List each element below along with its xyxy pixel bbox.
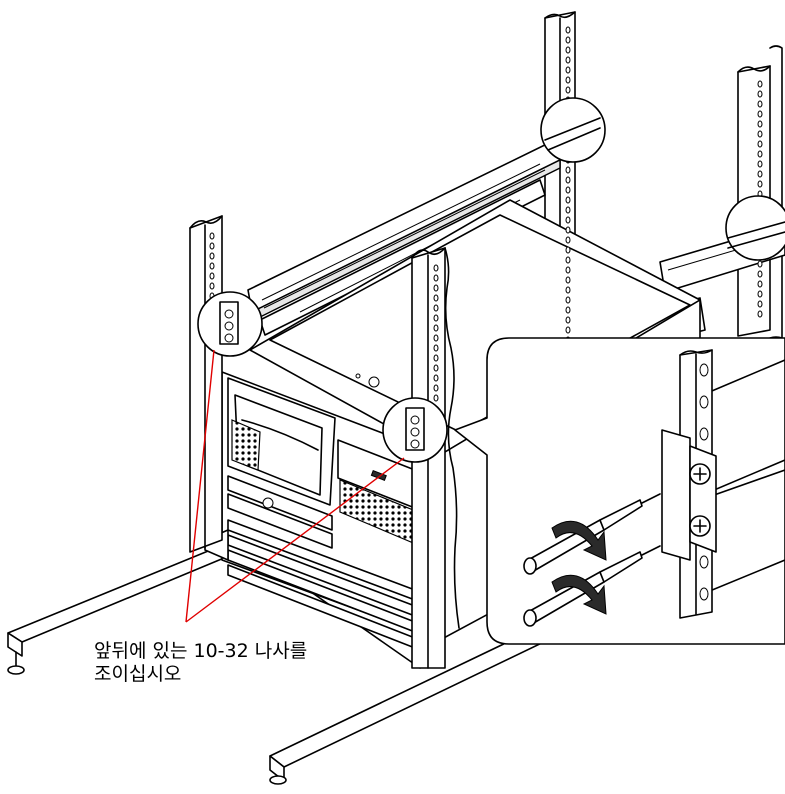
post-hole — [757, 260, 763, 268]
post-hole — [757, 300, 763, 308]
post-hole — [757, 290, 763, 298]
post-hole — [209, 252, 215, 260]
zoom-circle-front-right — [382, 397, 448, 463]
post-hole — [433, 334, 439, 342]
mounting-screw-upper — [689, 463, 711, 485]
post-hole — [565, 66, 571, 74]
callout-label: 앞뒤에 있는 10-32 나사를 조이십시오 — [94, 640, 414, 686]
post-hole — [209, 262, 215, 270]
post-hole — [565, 306, 571, 314]
post-hole — [757, 100, 763, 108]
post-hole — [565, 286, 571, 294]
post-hole — [565, 216, 571, 224]
post-hole — [433, 304, 439, 312]
post-hole — [565, 86, 571, 94]
post-hole — [565, 296, 571, 304]
post-hole — [757, 280, 763, 288]
post-hole — [757, 130, 763, 138]
post-hole — [757, 160, 763, 168]
post-hole — [565, 46, 571, 54]
zoom-circle-front-left — [197, 291, 263, 357]
post-hole — [433, 274, 439, 282]
post-hole — [209, 242, 215, 250]
post-hole — [209, 272, 215, 280]
post-hole — [565, 246, 571, 254]
post-hole — [433, 264, 439, 272]
post-hole — [433, 374, 439, 382]
post-hole — [565, 176, 571, 184]
post-hole — [433, 314, 439, 322]
post-hole — [565, 256, 571, 264]
leveling-foot-left — [7, 651, 25, 675]
callout-leader — [185, 349, 405, 623]
post-hole — [757, 80, 763, 88]
post-hole — [757, 150, 763, 158]
post-hole — [565, 316, 571, 324]
post-hole — [565, 276, 571, 284]
callout-line-1: 앞뒤에 있는 10-32 나사를 — [94, 640, 308, 662]
post-hole — [433, 394, 439, 402]
post-hole — [757, 310, 763, 318]
post-hole — [565, 236, 571, 244]
post-hole — [209, 282, 215, 290]
zoom-circle-back-right — [725, 195, 785, 261]
post-hole — [565, 56, 571, 64]
post-hole — [757, 110, 763, 118]
post-hole — [565, 166, 571, 174]
post-hole — [433, 364, 439, 372]
post-hole — [565, 326, 571, 334]
post-hole — [565, 196, 571, 204]
post-hole — [757, 120, 763, 128]
post-hole — [433, 324, 439, 332]
post-hole — [565, 266, 571, 274]
post-hole — [565, 186, 571, 194]
post-hole — [757, 270, 763, 278]
callout-line-2: 조이십시오 — [94, 663, 182, 685]
post-hole — [209, 232, 215, 240]
post-hole — [565, 36, 571, 44]
post-hole — [565, 76, 571, 84]
post-hole — [433, 344, 439, 352]
rotation-arrow-icon — [551, 520, 607, 615]
leveling-foot-front — [269, 775, 287, 785]
post-hole — [757, 140, 763, 148]
slide-rail — [247, 139, 561, 336]
post-hole — [433, 294, 439, 302]
post-hole — [565, 226, 571, 234]
post-hole — [757, 180, 763, 188]
post-hole — [433, 354, 439, 362]
zoom-circle-back-left — [540, 97, 606, 163]
post-hole — [757, 90, 763, 98]
mounting-screw-lower — [689, 515, 711, 537]
post-hole — [565, 206, 571, 214]
detail-inset — [454, 337, 785, 645]
post-hole — [565, 26, 571, 34]
post-hole — [433, 384, 439, 392]
rack-post-front-left — [189, 215, 223, 553]
post-hole — [433, 284, 439, 292]
post-hole — [757, 170, 763, 178]
